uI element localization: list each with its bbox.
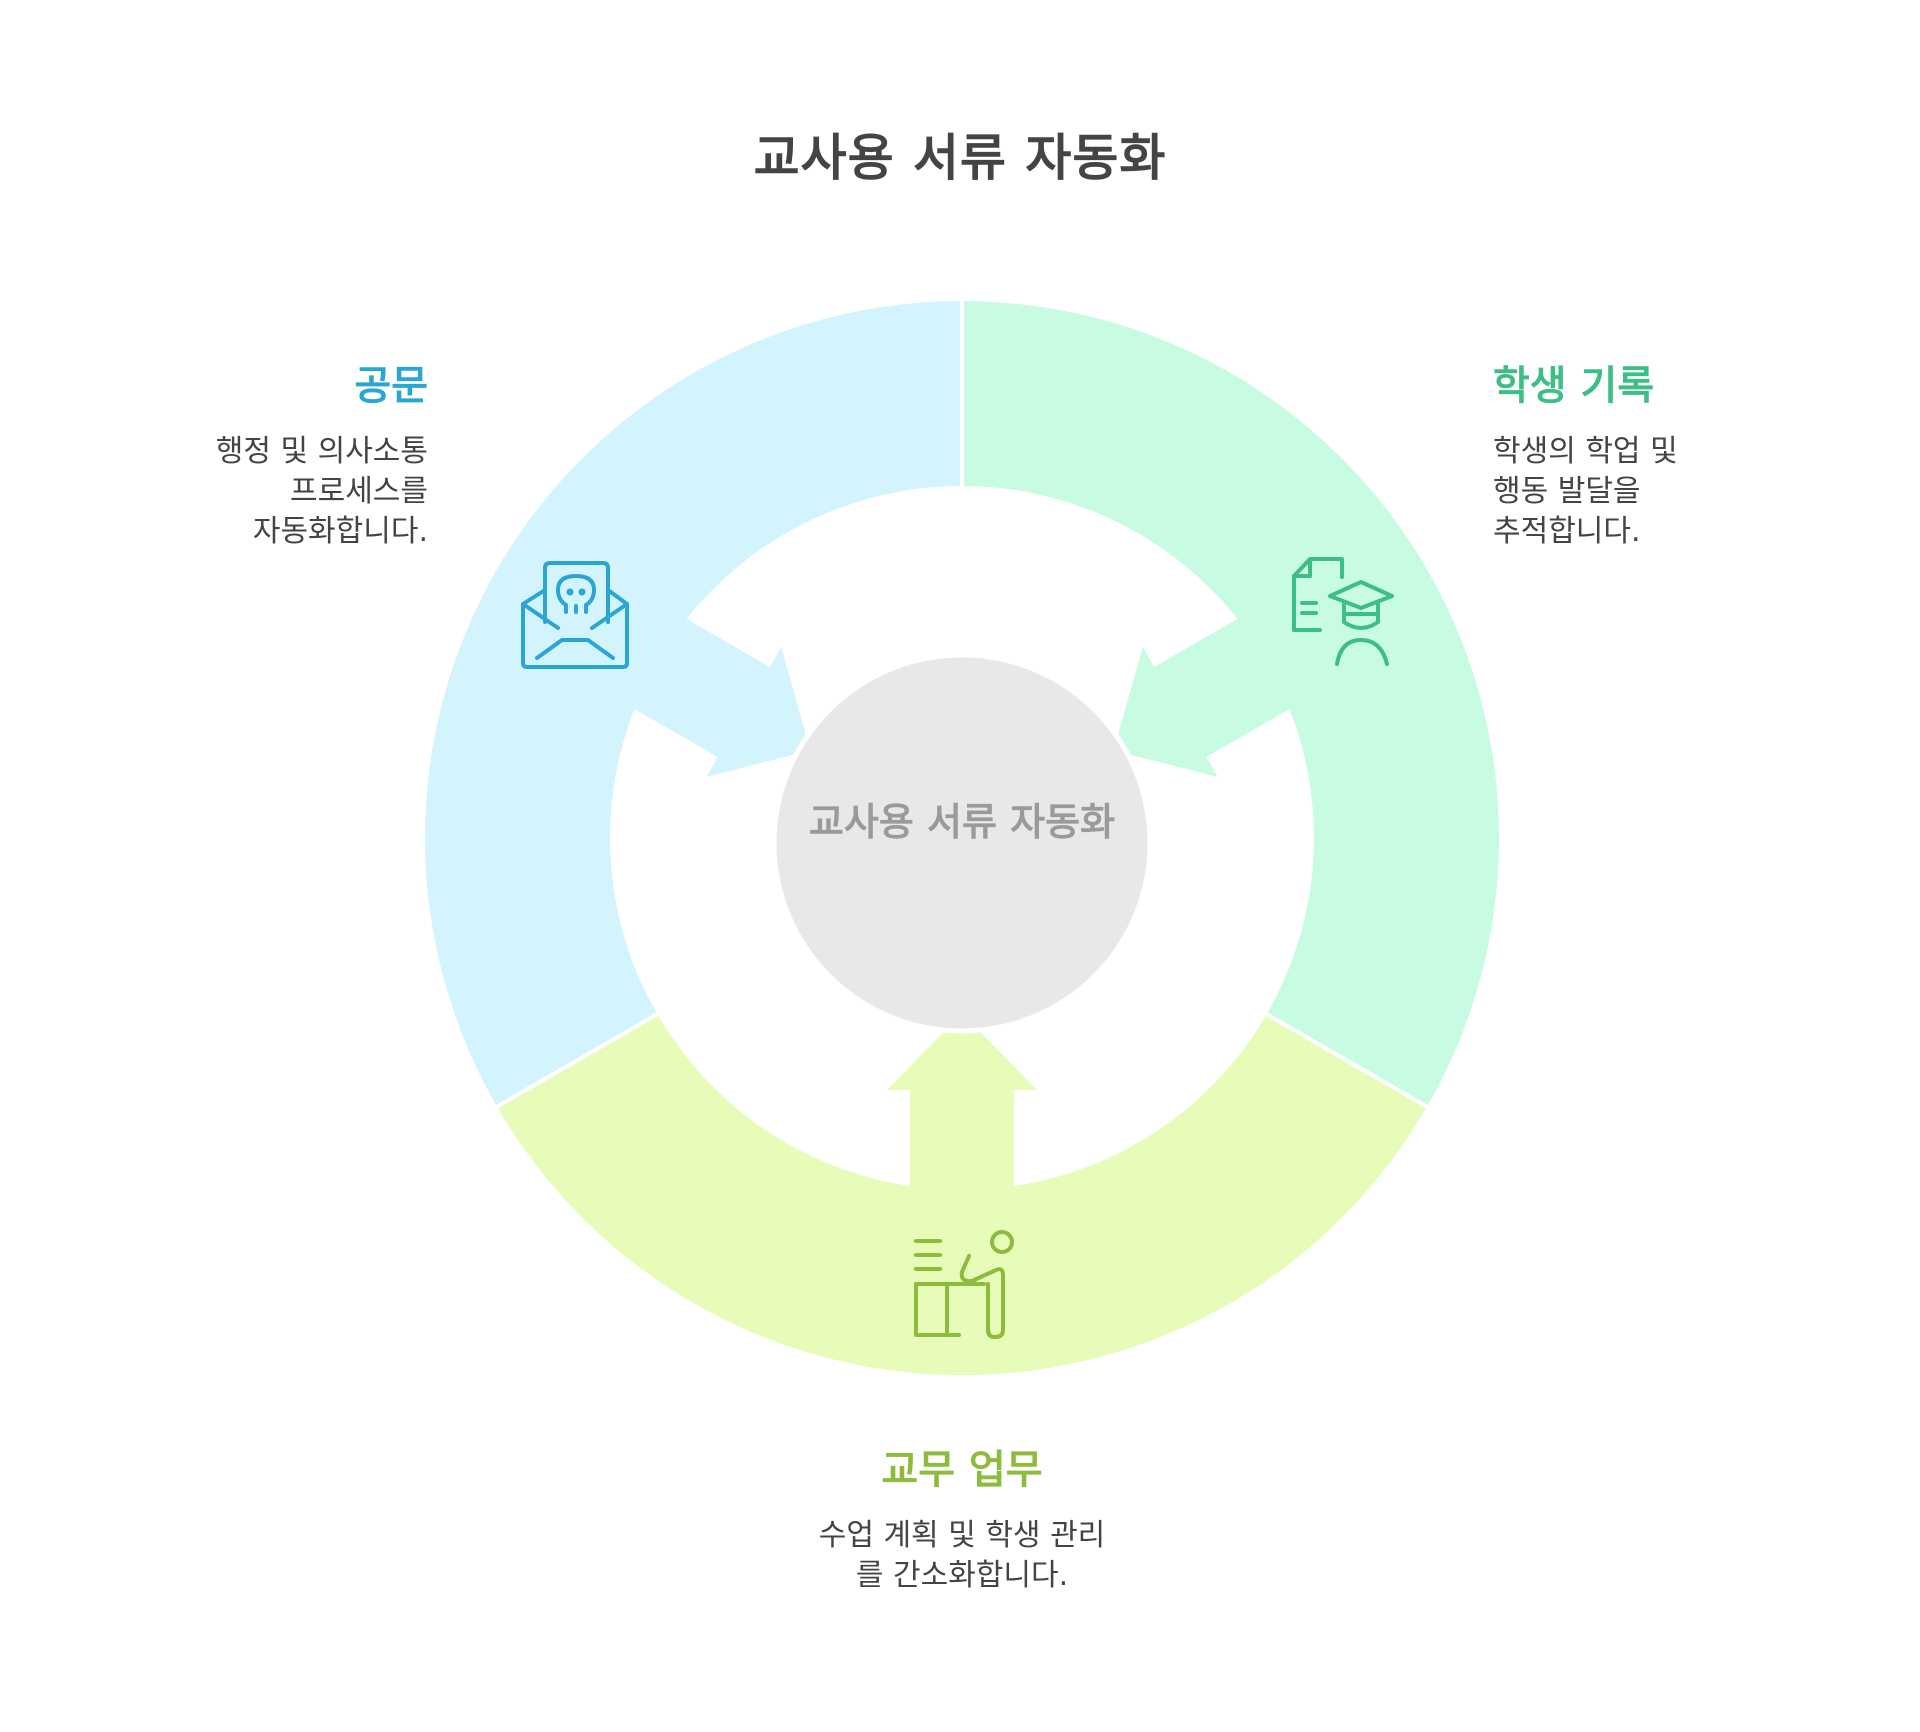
teacher-at-desk-icon — [914, 1230, 1014, 1339]
student-document-icon — [1292, 557, 1394, 666]
segment-dividers — [491, 296, 1433, 1111]
envelope-skull-icon — [521, 561, 629, 669]
arrow-student-records — [1113, 604, 1315, 777]
description-line: 수업 계획 및 학생 관리 — [818, 1518, 1106, 1553]
arrow-academic-affairs — [887, 1013, 1037, 1215]
label-academic-affairs: 교무 업무 수업 계획 및 학생 관리 를 간소화합니다. — [660, 1446, 1264, 1596]
description-line: 학생의 학업 및 — [1493, 434, 1678, 469]
heading-student-records: 학생 기록 — [1493, 363, 1655, 409]
diagram-title: 교사용 서류 자동화 — [753, 129, 1167, 187]
description-line: 자동화합니다. — [252, 514, 428, 549]
description-line: 행정 및 의사소통 — [215, 434, 428, 469]
description-academic-affairs: 수업 계획 및 학생 관리 를 간소화합니다. — [660, 1516, 1264, 1596]
description-line: 행동 발달을 — [1493, 474, 1641, 509]
center-label: 교사용 서류 자동화 — [808, 800, 1116, 844]
description-line: 추적합니다. — [1493, 514, 1641, 549]
description-line: 를 간소화합니다. — [855, 1558, 1069, 1593]
segment-student-records — [962, 301, 1500, 1107]
description-line: 프로세스를 — [290, 474, 428, 509]
heading-academic-affairs: 교무 업무 — [881, 1447, 1043, 1493]
description-student-records: 학생의 학업 및 행동 발달을 추적합니다. — [1493, 432, 1678, 552]
label-official-documents: 공문 행정 및 의사소통 프로세스를 자동화합니다. — [216, 362, 428, 552]
label-student-records: 학생 기록 학생의 학업 및 행동 발달을 추적합니다. — [1493, 362, 1678, 552]
center-hub — [771, 652, 1153, 1034]
arrow-official-documents — [609, 604, 811, 777]
heading-official-documents: 공문 — [354, 363, 428, 409]
description-official-documents: 행정 및 의사소통 프로세스를 자동화합니다. — [216, 432, 428, 552]
segment-official-documents — [424, 300, 962, 1107]
